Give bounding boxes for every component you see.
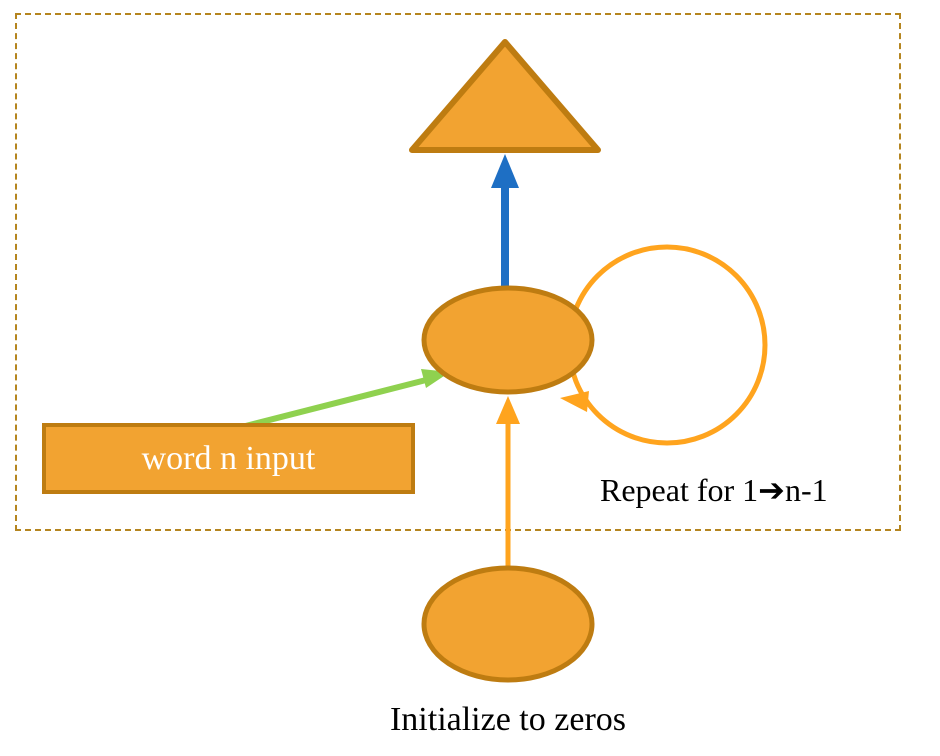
initialize-label: Initialize to zeros [389,701,626,738]
dashed-repeat-boundary [15,13,901,531]
green-input-arrow [229,376,431,433]
repeat-label: Repeat for 1➔n-1 [600,472,828,508]
output-triangle [409,39,601,153]
self-loop-arrow [566,244,768,446]
hidden-state-ellipse [421,285,595,395]
initialize-arrowhead-icon [496,396,520,424]
blue-output-arrowhead-icon [491,154,519,188]
self-loop-arrowhead-icon [560,391,589,412]
initial-state-ellipse [421,565,595,683]
word-input-box: word n input [42,423,415,494]
word-input-label: word n input [141,439,316,477]
